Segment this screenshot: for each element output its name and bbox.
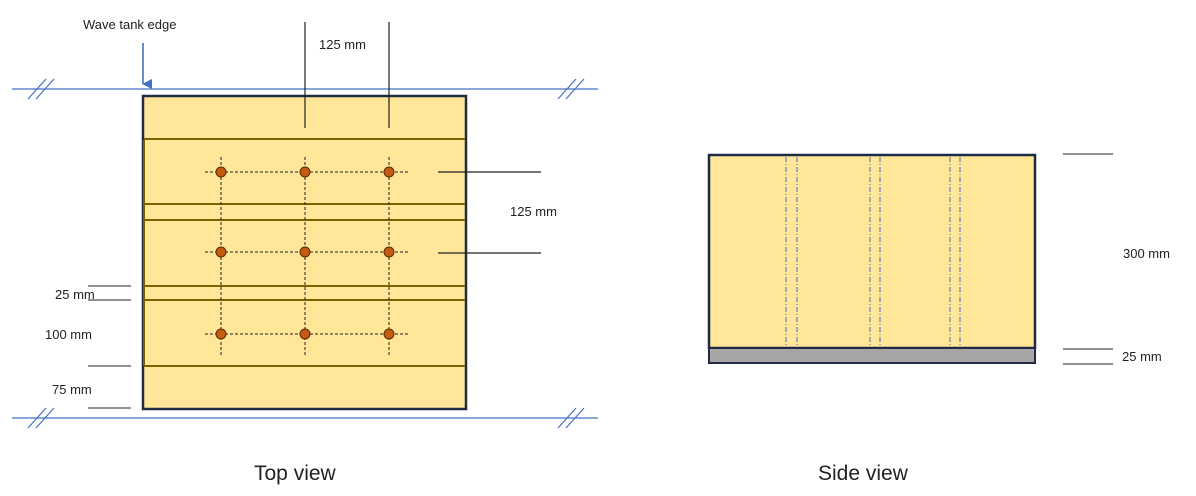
height-300-label: 300 mm <box>1123 246 1170 261</box>
bolts <box>215 166 395 340</box>
band-100-label: 100 mm <box>45 327 92 342</box>
side-spacing-label: 125 mm <box>510 204 557 219</box>
top-view: Wave tank edge <box>12 17 598 485</box>
side-view-body <box>707 153 1037 350</box>
bolt-hole-lines <box>785 157 961 347</box>
side-dim-lines <box>1063 153 1113 365</box>
side-view-caption: Side view <box>818 462 909 485</box>
top-spacing-label: 125 mm <box>319 37 366 52</box>
top-view-caption: Top view <box>254 462 337 485</box>
bolt <box>383 328 395 340</box>
bolt <box>215 328 227 340</box>
strip-band-lines <box>143 138 465 367</box>
side-view: 300 mm 25 mm Side view <box>707 153 1170 485</box>
base-25-label: 25 mm <box>1122 349 1162 364</box>
bolt <box>299 166 311 178</box>
wave-tank-edge-label: Wave tank edge <box>83 17 176 32</box>
bolt <box>299 246 311 258</box>
bolt <box>215 166 227 178</box>
side-view-base <box>708 347 1036 364</box>
margin-75-label: 75 mm <box>52 382 92 397</box>
break-marks <box>27 78 585 429</box>
bolt <box>215 246 227 258</box>
band-25-label: 25 mm <box>55 287 95 302</box>
left-dim-lines <box>88 285 131 409</box>
bolt <box>299 328 311 340</box>
bolt <box>383 246 395 258</box>
bolt <box>383 166 395 178</box>
